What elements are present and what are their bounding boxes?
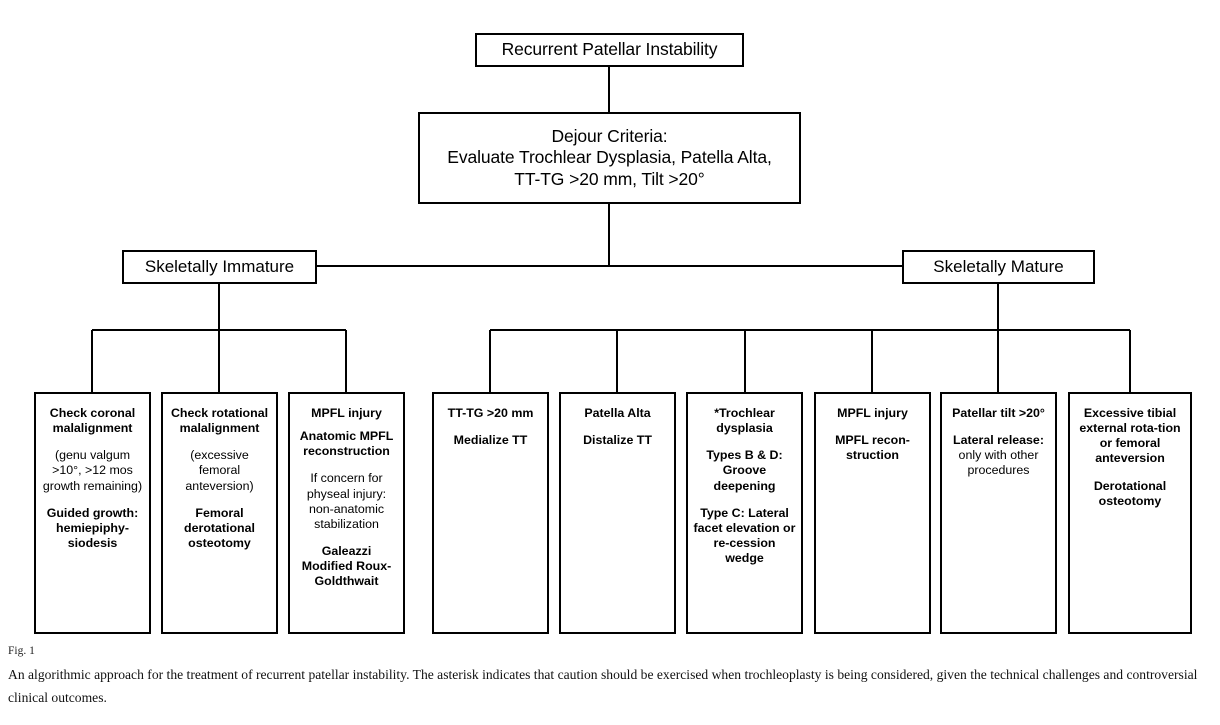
- leaf-block: Check rotational malalignment: [170, 406, 269, 436]
- leaf-block: MPFL recon-struction: [835, 433, 910, 463]
- leaf-trochlear-dysplasia[interactable]: *Trochlear dysplasia Types B & D: Groove…: [686, 392, 803, 634]
- criteria-line-3: TT-TG >20 mm, Tilt >20°: [514, 168, 705, 189]
- leaf-block: If concern for physeal injury: non-anato…: [306, 471, 387, 531]
- node-skeletally-immature[interactable]: Skeletally Immature: [122, 250, 317, 284]
- leaf-block: Patellar tilt >20°: [952, 406, 1045, 420]
- leaf-patella-alta[interactable]: Patella Alta Distalize TT: [559, 392, 676, 634]
- leaf-block: only with other procedures: [958, 448, 1039, 478]
- leaf-block: MPFL injury: [837, 406, 908, 420]
- leaf-block: Lateral release:: [953, 433, 1044, 448]
- figure-label: Fig. 1: [8, 645, 35, 657]
- leaf-patellar-tilt[interactable]: Patellar tilt >20° Lateral release: only…: [940, 392, 1057, 634]
- leaf-block: Galeazzi Modified Roux-Goldthwait: [301, 543, 392, 589]
- criteria-line-2: Evaluate Trochlear Dysplasia, Patella Al…: [447, 147, 772, 168]
- leaf-excessive-tibial-external-rotation[interactable]: Excessive tibial external rota-tion or f…: [1068, 392, 1192, 634]
- node-skeletally-mature[interactable]: Skeletally Mature: [902, 250, 1095, 284]
- leaf-tt-tg-greater-20mm[interactable]: TT-TG >20 mm Medialize TT: [432, 392, 549, 634]
- leaf-block: Guided growth: hemiepiphy-siodesis: [46, 505, 139, 550]
- leaf-block: Distalize TT: [583, 433, 652, 448]
- figure-caption-text: An algorithmic approach for the treatmen…: [8, 667, 1198, 706]
- leaf-check-coronal-malalignment[interactable]: Check coronal malalignment (genu valgum …: [34, 392, 151, 634]
- leaf-block: Medialize TT: [453, 433, 528, 448]
- leaf-block: MPFL injury: [311, 406, 382, 420]
- leaf-block: Anatomic MPFL reconstruction: [299, 429, 394, 459]
- node-dejour-criteria[interactable]: Dejour Criteria: Evaluate Trochlear Dysp…: [418, 112, 801, 204]
- leaf-block: TT-TG >20 mm: [447, 406, 534, 420]
- leaf-check-rotational-malalignment[interactable]: Check rotational malalignment (excessive…: [161, 392, 278, 634]
- leaf-block: (genu valgum >10°, >12 mos growth remain…: [42, 448, 143, 493]
- criteria-line-1: Dejour Criteria:: [551, 125, 668, 146]
- leaf-block: (excessive femoral anteversion): [185, 448, 254, 493]
- leaf-block: Patella Alta: [584, 406, 651, 420]
- leaf-block: Types B & D: Groove deepening: [706, 448, 783, 493]
- branch-right-title: Skeletally Mature: [933, 256, 1064, 276]
- leaf-mpfl-injury-immature[interactable]: MPFL injury Anatomic MPFL reconstruction…: [288, 392, 405, 634]
- leaf-block: Check coronal malalignment: [49, 406, 136, 436]
- leaf-block: Excessive tibial external rota-tion or f…: [1079, 406, 1181, 466]
- leaf-block: Type C: Lateral facet elevation or re-ce…: [693, 505, 796, 565]
- leaf-mpfl-injury-mature[interactable]: MPFL injury MPFL recon-struction: [814, 392, 931, 634]
- leaf-block: Femoral derotational osteotomy: [184, 505, 255, 550]
- leaf-block: *Trochlear dysplasia: [714, 406, 775, 436]
- leaf-block: Derotational osteotomy: [1093, 478, 1167, 508]
- branch-left-title: Skeletally Immature: [144, 256, 295, 276]
- node-root-title: Recurrent Patellar Instability: [501, 39, 718, 60]
- node-recurrent-patellar-instability[interactable]: Recurrent Patellar Instability: [475, 33, 744, 67]
- figure-caption-block: Fig. 1 An algorithmic approach for the t…: [8, 645, 1213, 710]
